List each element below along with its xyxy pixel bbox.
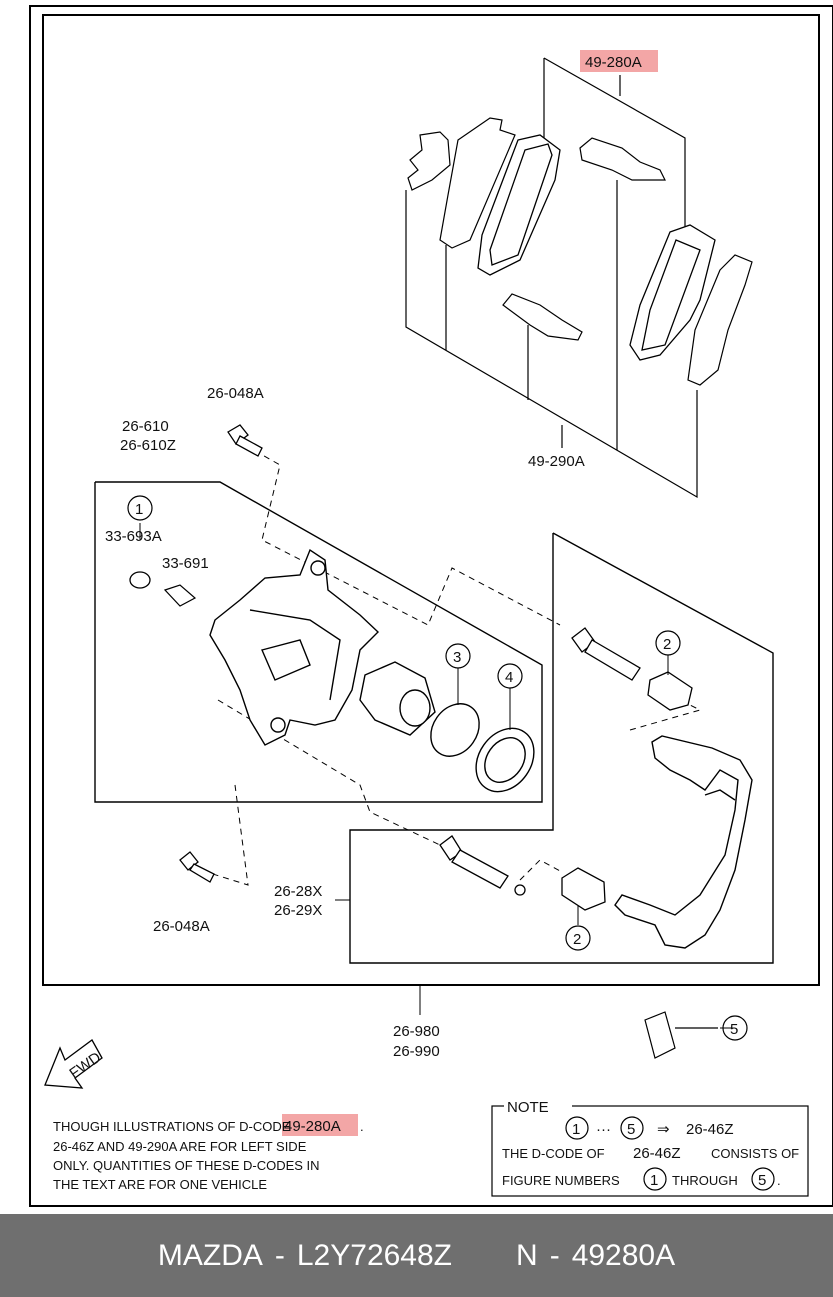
bolt-top [227,424,263,457]
note-range-from: 1 [572,1121,580,1138]
brake-pad-left [477,134,561,276]
parts-diagram: FWD 49-280A 49-290A 26-048A 26-610 26-61… [29,5,833,1207]
callout-circle-2b [565,925,591,951]
bleeder-screw [163,584,197,607]
note-line2-code: 26-46Z [633,1145,681,1162]
callout-circle-1 [127,495,153,521]
footnote-line4: THE TEXT ARE FOR ONE VEHICLE [53,1177,267,1192]
footer-part-number: L2Y72648Z [296,1238,453,1272]
footnote-highlight [282,1114,358,1136]
callout-circle-2a [655,630,681,656]
guide-pin-top [571,627,641,681]
note-ellipsis: ··· [596,1121,611,1138]
caliper-bracket [614,735,753,949]
footnote-line1-prefix: THOUGH ILLUSTRATIONS OF D-CODE [53,1119,291,1134]
label-shim-kit: 49-290A [528,453,585,470]
callout-3: 3 [453,649,461,666]
note-line3-prefix: FIGURE NUMBERS [502,1173,620,1188]
brake-pad-backing-left [439,117,516,249]
note-circle-from [565,1116,589,1140]
callout-2a: 2 [663,636,671,653]
note-code: 26-46Z [686,1121,734,1138]
brake-pad-shim-right [687,254,753,386]
callout-circle-3 [445,643,471,669]
caliper-body [209,548,380,746]
label-assembly-a: 26-980 [393,1023,440,1040]
note-line3-circle-to [751,1167,775,1191]
dust-boot [475,727,535,793]
footnote-line1-code: 49-280A [284,1118,341,1135]
label-bleeder-cap: 33-693A [105,528,162,545]
note-line3-to: 5 [758,1172,766,1189]
label-assembly-b: 26-990 [393,1043,440,1060]
note-title-bg [504,1096,572,1116]
fwd-arrow [44,1039,103,1089]
callout-2b: 2 [573,931,581,948]
note-line3-end: . [777,1173,781,1188]
note-line2-suffix: CONSISTS OF [711,1146,799,1161]
note-title: NOTE [507,1099,549,1116]
footer-separator-1: - [274,1238,285,1272]
dashed-guides [199,444,702,886]
bleeder-cap [129,571,151,589]
footer-catalog-number: 49280A [571,1238,676,1272]
footer-brand: MAZDA [157,1238,263,1272]
label-bracket-b: 26-29X [274,902,322,919]
note-range-to: 5 [627,1121,635,1138]
main-frame [42,14,820,986]
label-bolt-bottom: 26-048A [153,918,210,935]
caliper-panel [94,481,543,803]
note-line3-circle-from [643,1167,667,1191]
callout-5: 5 [730,1021,738,1038]
note-box [491,1105,809,1197]
callout-circle-4 [497,663,523,689]
label-bracket-a: 26-28X [274,883,322,900]
brake-pad-right [629,224,716,361]
note-line3-from: 1 [650,1172,658,1189]
guide-pin-bottom [439,835,526,896]
footnote-line1-suffix: . [360,1119,364,1134]
outer-frame [29,5,833,1207]
label-bolt-top: 26-048A [207,385,264,402]
bolt-bottom [179,851,215,883]
pin-boot-top [647,671,693,711]
callout-1: 1 [135,501,143,518]
footer-separator-2: - [549,1238,560,1272]
footnote-line2: 26-46Z AND 49-290A ARE FOR LEFT SIDE [53,1139,307,1154]
pad-clip-bottom [502,293,583,341]
note-line2-prefix: THE D-CODE OF [502,1146,605,1161]
note-arrow: ⇒ [657,1121,670,1138]
piston-seal [430,703,480,757]
label-caliper-a: 26-610 [122,418,169,435]
label-bleeder-screw: 33-691 [162,555,209,572]
footer-prefix: N [516,1238,538,1272]
label-pad-kit: 49-280A [585,54,642,71]
leader-lines [139,523,735,1029]
pin-boot-bottom [561,867,606,911]
pad-clip-top [579,137,666,181]
callout-4: 4 [505,669,513,686]
callout-circle-5 [722,1015,748,1041]
pad-kit-highlight [580,50,658,72]
brake-pad-shim-outer [407,131,451,191]
footnote-line3: ONLY. QUANTITIES OF THESE D-CODES IN [53,1158,320,1173]
grease-packet [644,1011,718,1059]
carrier-panel [349,532,774,964]
note-line3-mid: THROUGH [672,1173,738,1188]
piston [359,661,436,736]
pad-kit-panel [405,57,698,499]
label-caliper-b: 26-610Z [120,437,176,454]
note-circle-to [620,1116,644,1140]
footer-bar: MAZDA - L2Y72648Z N - 49280A [0,1214,833,1297]
